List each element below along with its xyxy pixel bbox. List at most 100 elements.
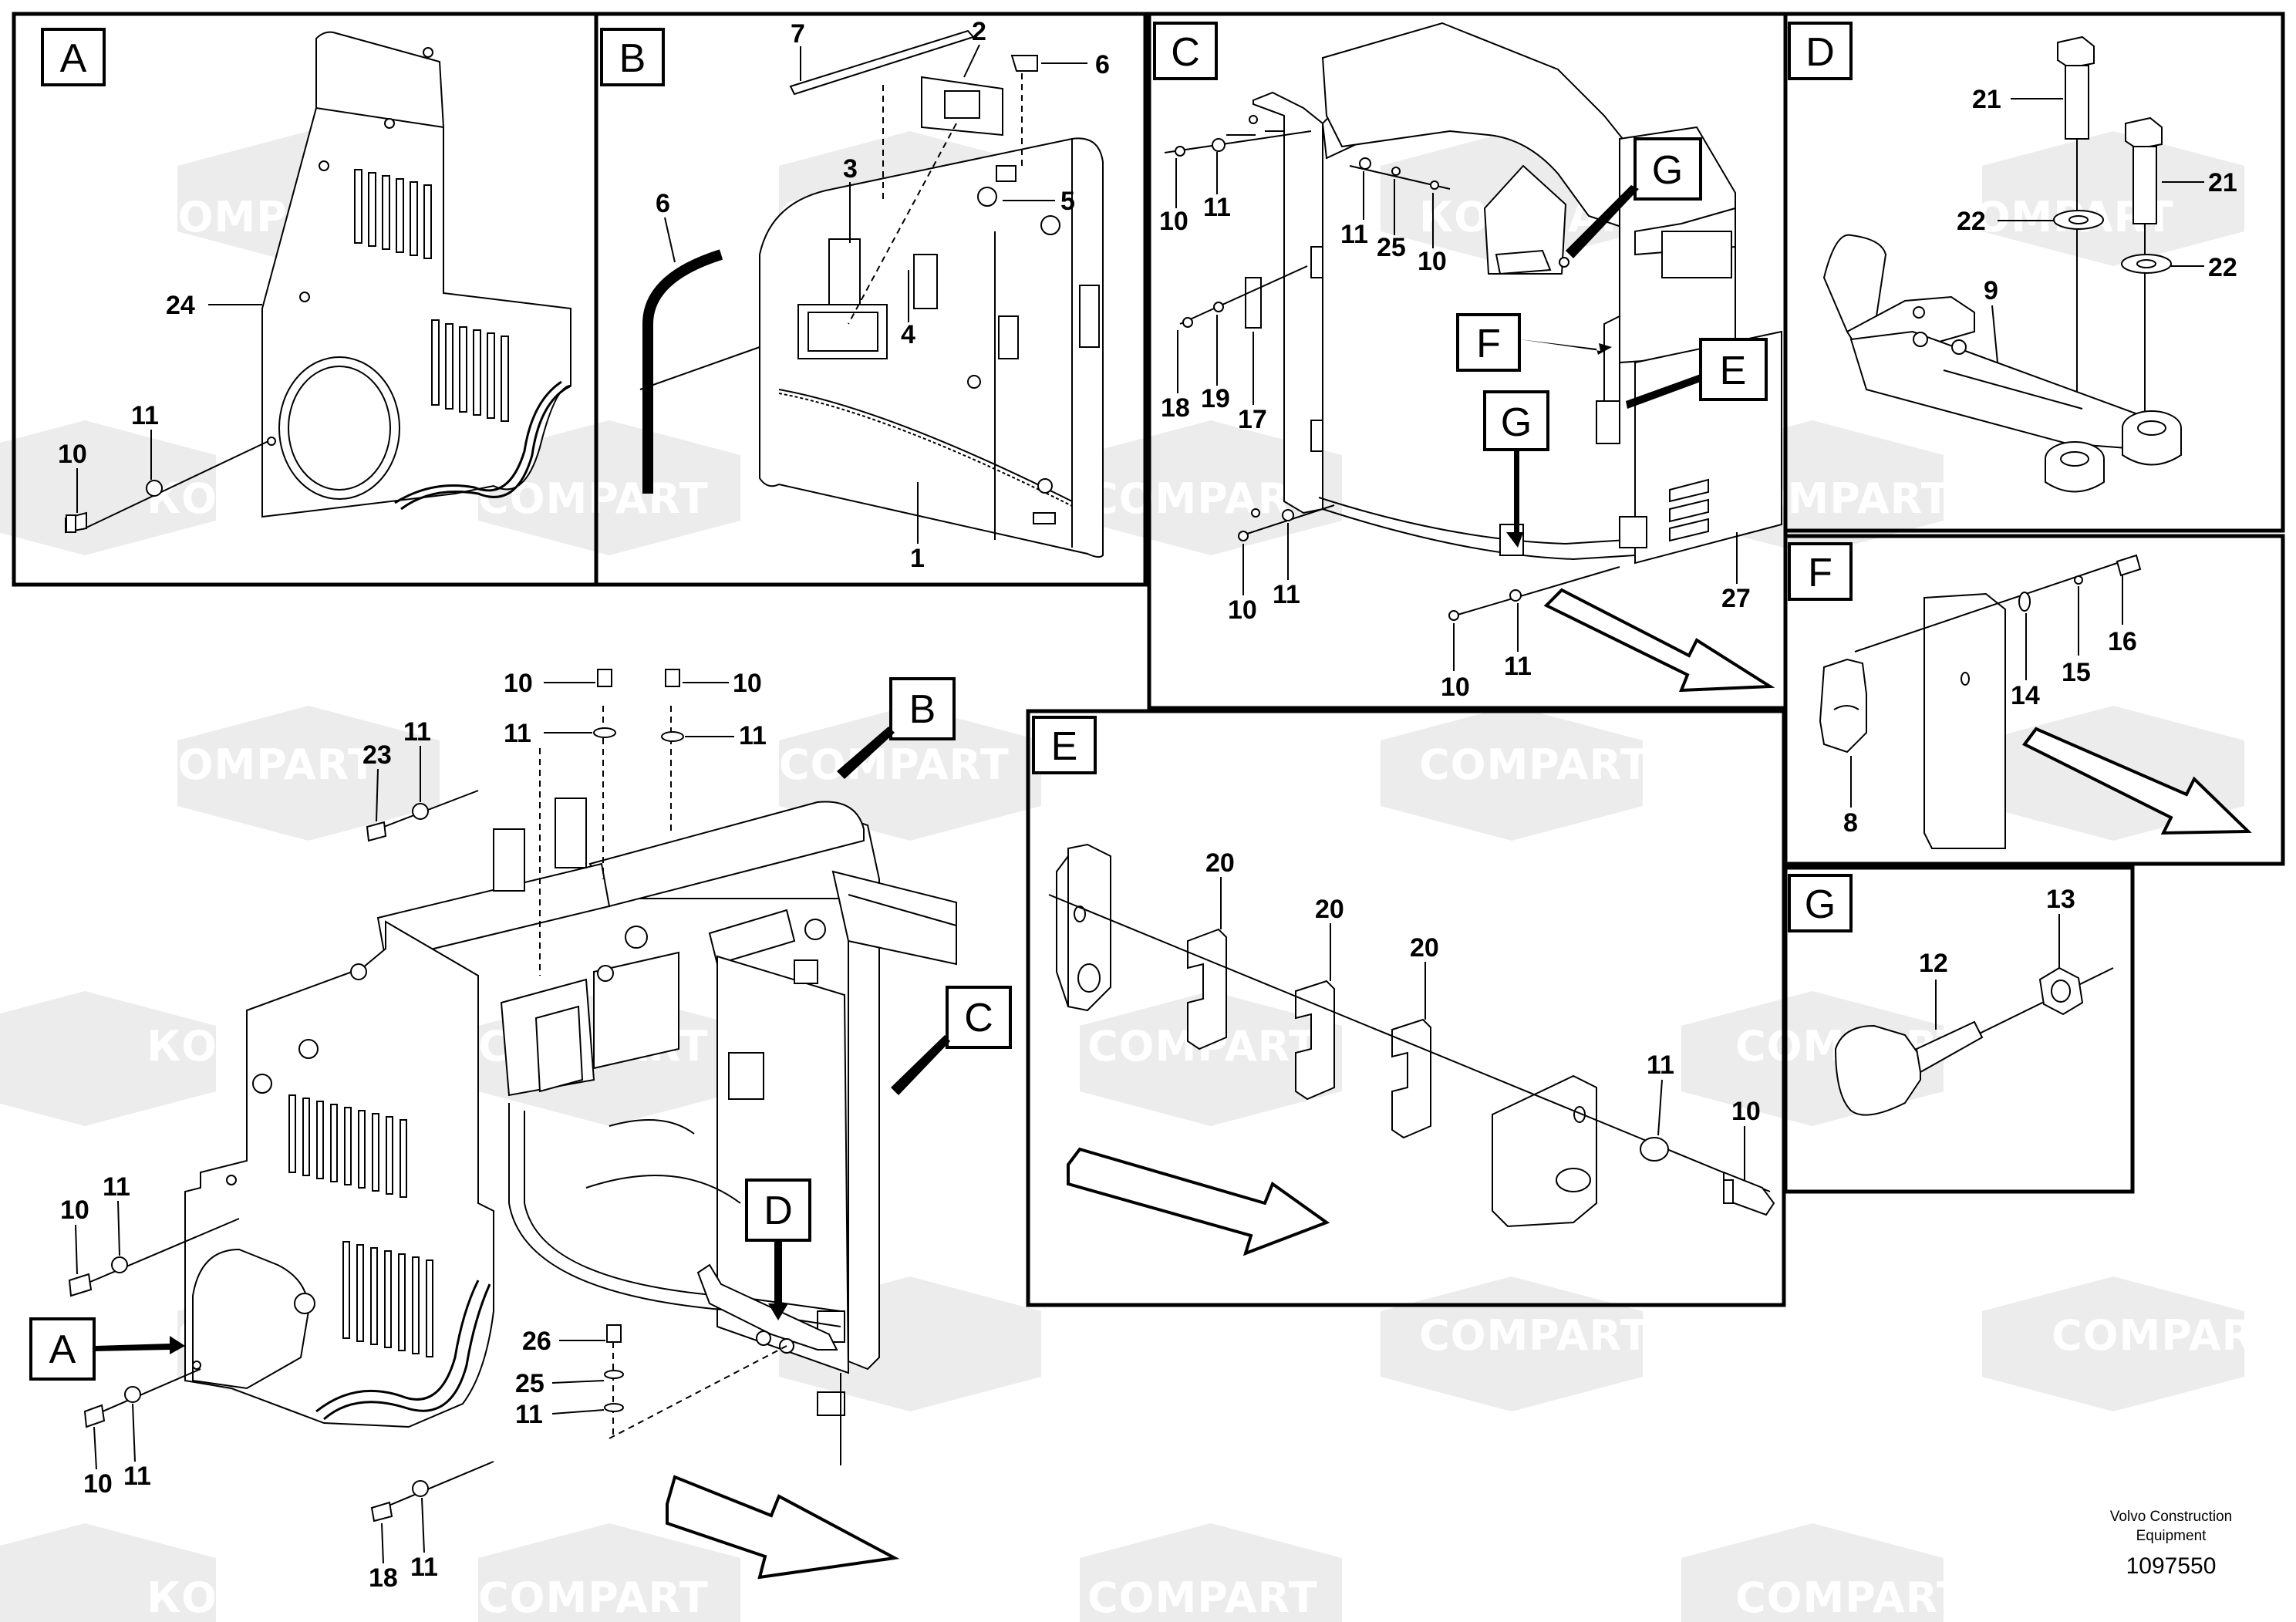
callout-1: 1 bbox=[910, 544, 925, 573]
callout-3: 3 bbox=[843, 154, 858, 184]
detail-tag-f: F bbox=[1456, 313, 1612, 372]
overview-tag-a-label: A bbox=[49, 1327, 76, 1372]
callout-6b: 6 bbox=[656, 189, 670, 218]
callout-c-11a: 11 bbox=[1203, 193, 1231, 222]
panel-g-tag: G bbox=[1788, 874, 1853, 932]
callout-6a: 6 bbox=[1095, 50, 1110, 79]
overview-tag-d: D bbox=[745, 1179, 811, 1320]
detail-tag-e: E bbox=[1626, 338, 1768, 409]
callout-g-13: 13 bbox=[2046, 885, 2075, 914]
overview-callout-11c: 11 bbox=[403, 717, 431, 747]
watermark-text-30: КОМПАРТ bbox=[1735, 1311, 1977, 1360]
callout-f-16: 16 bbox=[2108, 627, 2137, 656]
footer-drawing-number: 1097550 bbox=[2126, 1553, 2217, 1579]
panel-b: B bbox=[600, 17, 1110, 573]
overview-side-cover bbox=[184, 920, 494, 1428]
part-9-handle-linkage bbox=[1822, 234, 2182, 493]
detail-tag-g-lower-label: G bbox=[1501, 400, 1532, 445]
callout-c-10d: 10 bbox=[1441, 673, 1470, 702]
panel-a: A bbox=[41, 28, 571, 534]
watermark-text-29: COMPART bbox=[1419, 1311, 1650, 1360]
part-13-nut bbox=[2038, 966, 2084, 1016]
watermark-text-37: COMPART bbox=[1735, 1573, 1966, 1622]
callout-7: 7 bbox=[791, 19, 805, 49]
callout-f-14: 14 bbox=[2011, 681, 2040, 710]
panel-e-tag-label: E bbox=[1051, 724, 1078, 769]
watermark-text-15: COMPART bbox=[779, 740, 1010, 789]
panel-b-tag: B bbox=[600, 28, 665, 86]
fasteners-e bbox=[1048, 894, 1775, 1216]
panel-f-tag: F bbox=[1788, 542, 1853, 601]
watermark-text-16: КОМПАРТ bbox=[1111, 740, 1353, 789]
panel-d-tag: D bbox=[1788, 22, 1853, 80]
louver-slots-upper bbox=[354, 169, 432, 259]
callout-e-20c: 20 bbox=[1410, 933, 1439, 963]
washers-22 bbox=[2053, 210, 2172, 274]
part-24-side-cover bbox=[261, 31, 571, 518]
callout-c-11c: 11 bbox=[1273, 580, 1300, 609]
watermark-text-35: COMPART bbox=[1087, 1573, 1318, 1622]
callout-24: 24 bbox=[166, 291, 195, 320]
panel-frames bbox=[12, 12, 2285, 1307]
callout-4: 4 bbox=[901, 320, 915, 349]
watermark-text-32: КОМПАРТ bbox=[147, 1573, 389, 1622]
overview-louvers-lower bbox=[342, 1241, 433, 1357]
part-3-bracket bbox=[977, 165, 1060, 235]
panel-c-tag: C bbox=[1153, 22, 1218, 80]
callout-10: 10 bbox=[58, 440, 87, 469]
callout-e-10: 10 bbox=[1731, 1097, 1761, 1126]
detail-tag-f-label: F bbox=[1476, 322, 1501, 366]
overview-fasteners bbox=[68, 669, 841, 1523]
watermark-text-34: КОМПАРТ bbox=[779, 1573, 1021, 1622]
louver-slots-lower bbox=[431, 319, 509, 422]
overview-tag-c-label: C bbox=[964, 996, 993, 1040]
callout-f-15: 15 bbox=[2062, 658, 2091, 687]
callout-c-17: 17 bbox=[1238, 405, 1267, 434]
part-1-front-cover bbox=[759, 137, 1104, 558]
panel-e: E 20 20 20 11 10 bbox=[1032, 716, 1775, 1256]
panel-e-tag: E bbox=[1032, 716, 1097, 774]
overview-callout-11g: 11 bbox=[410, 1553, 438, 1582]
callout-d-21a: 21 bbox=[1972, 85, 2001, 114]
callout-c-19: 19 bbox=[1201, 384, 1230, 413]
detail-tag-g-upper-label: G bbox=[1652, 148, 1683, 193]
overview-callout-11a: 11 bbox=[504, 719, 531, 748]
watermark-text-36: КОМПАРТ bbox=[1419, 1573, 1661, 1622]
footer-company-line1: Volvo Construction bbox=[2110, 1509, 2232, 1525]
overview-callout-11e: 11 bbox=[123, 1462, 151, 1491]
panel-g-tag-label: G bbox=[1805, 882, 1836, 927]
part-plate bbox=[1923, 592, 2006, 849]
louver-vent-c bbox=[1669, 478, 1709, 542]
watermark-text-13: COMPART bbox=[147, 740, 377, 789]
callout-e-20b: 20 bbox=[1315, 895, 1344, 924]
overview-tag-b-label: B bbox=[909, 687, 936, 732]
part-8-block bbox=[1819, 658, 1867, 754]
overview-callout-10c: 10 bbox=[60, 1195, 89, 1225]
overview-callout-25: 25 bbox=[515, 1369, 544, 1398]
callout-2: 2 bbox=[972, 17, 986, 46]
panel-f-frame bbox=[1783, 534, 2285, 866]
detail-tag-e-label: E bbox=[1720, 349, 1747, 393]
callout-e-20a: 20 bbox=[1205, 848, 1235, 878]
callout-d-22b: 22 bbox=[2208, 253, 2237, 282]
callout-d-21b: 21 bbox=[2208, 168, 2237, 197]
panel-d-tag-label: D bbox=[1805, 30, 1835, 75]
callout-5: 5 bbox=[1060, 187, 1075, 216]
watermark-text-25: КОМПАРТ bbox=[2052, 1022, 2294, 1071]
overview-louvers-upper bbox=[288, 1094, 407, 1198]
callout-c-10a: 10 bbox=[1159, 207, 1188, 236]
panel-f-tag-label: F bbox=[1808, 551, 1832, 595]
part-2-switch-panel bbox=[921, 76, 1003, 137]
watermark-text-28: КОМПАРТ bbox=[1111, 1311, 1353, 1360]
footer: Volvo Construction Equipment 1097550 bbox=[2110, 1509, 2232, 1579]
watermark-text-10: COMPART bbox=[1087, 474, 1318, 523]
overview-tag-d-label: D bbox=[764, 1189, 793, 1233]
panel-b-frame bbox=[594, 12, 1148, 587]
fasteners-c bbox=[1164, 130, 1620, 621]
footer-company-line2: Equipment bbox=[2136, 1528, 2207, 1544]
watermark-text-27: КОМПАРТ bbox=[478, 1311, 720, 1360]
watermark-text-23: КОМПАРТ bbox=[1427, 1022, 1669, 1071]
overview-callout-11d: 11 bbox=[103, 1172, 130, 1202]
overview-callout-10d: 10 bbox=[83, 1469, 113, 1499]
